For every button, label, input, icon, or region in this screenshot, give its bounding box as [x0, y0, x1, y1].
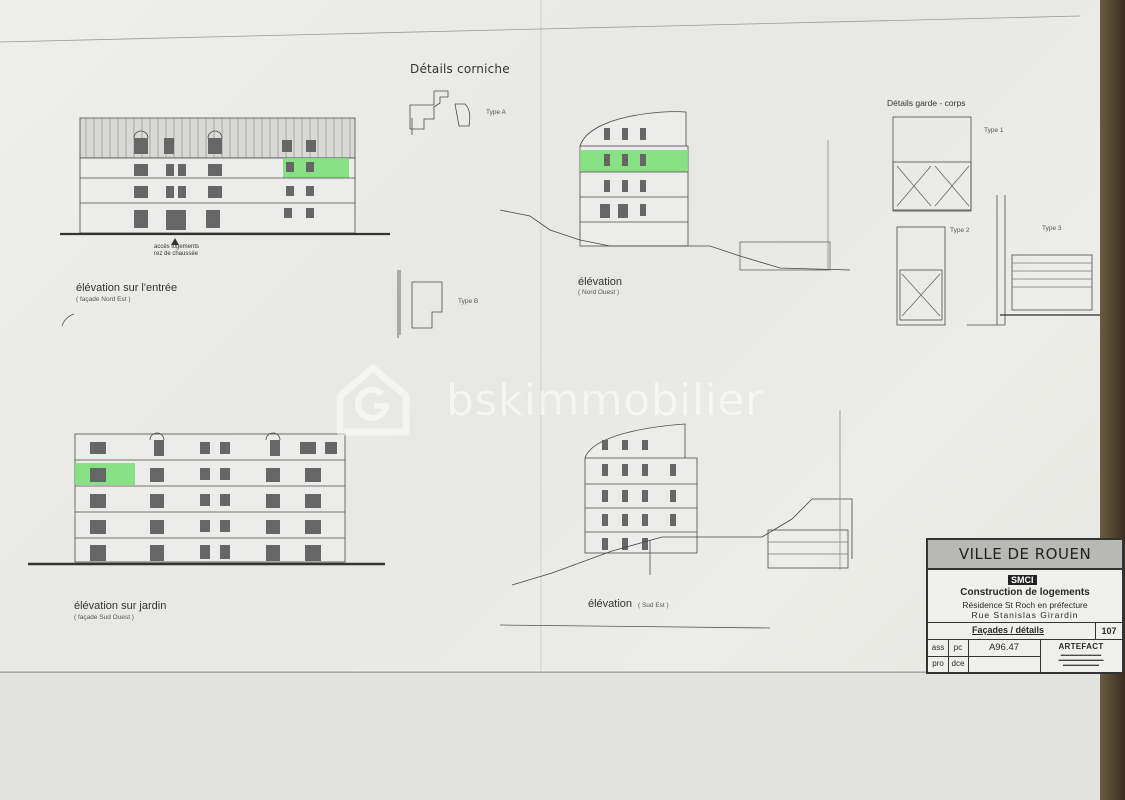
railing-type-3-label: Type 3	[1042, 225, 1062, 232]
project-residence: Résidence St Roch en préfecture	[962, 600, 1088, 610]
railing-type-2-label: Type 2	[950, 227, 970, 234]
elevation-south-title: élévation	[588, 598, 633, 610]
phase-pro: pro	[928, 656, 949, 672]
elevation-entry-subtitle: ( façade Nord Est )	[76, 296, 131, 303]
project-title: Construction de logements	[960, 587, 1090, 598]
house-g-logo-icon	[336, 364, 410, 436]
cornice-type-b-label: Type B	[458, 298, 479, 305]
cornice-details-title: Détails corniche	[410, 62, 510, 76]
elevation-entry-title: élévation sur l'entrée	[76, 282, 178, 294]
elevation-north-building	[499, 111, 851, 271]
elevation-entry-building	[60, 117, 390, 245]
paper-bottom-band	[0, 672, 1125, 800]
date-cells	[968, 656, 1041, 672]
cornice-detail-type-b	[397, 270, 443, 338]
title-block: VILLE DE ROUEN SMCI Construction de loge…	[926, 538, 1124, 674]
city-name: VILLE DE ROUEN	[928, 540, 1122, 570]
elevation-north-title: élévation	[578, 276, 623, 288]
elevation-south-subtitle: ( Sud Est )	[638, 602, 669, 609]
railing-type-1-label: Type 1	[984, 127, 1004, 134]
reference-grid: ass pc A96.47 pro dce ARTEFACT ▬▬▬▬▬▬▬▬▬…	[928, 640, 1122, 672]
sheet-title: Façades / détails	[972, 625, 1045, 635]
railing-details	[892, 116, 1100, 326]
project-street: Rue Stanislas Girardin	[971, 610, 1079, 620]
entry-access-label: accès logements	[154, 244, 200, 250]
elevation-garden-building	[28, 432, 385, 566]
project-info: SMCI Construction de logements Résidence…	[928, 570, 1122, 623]
client-logo: SMCI	[1008, 575, 1037, 585]
sheet-number: 107	[1095, 623, 1122, 639]
cornice-detail	[409, 90, 471, 135]
cornice-type-a-label: Type A	[486, 109, 506, 116]
phase-ass: ass	[928, 640, 949, 656]
elevation-south-building	[499, 410, 853, 629]
sheet-row: Façades / détails 107	[928, 623, 1122, 640]
paper-fold	[540, 0, 542, 800]
railing-details-title: Détails garde - corps	[887, 98, 966, 108]
elevation-garden-title: élévation sur jardin	[74, 600, 167, 612]
architect-firm: ARTEFACT	[1058, 642, 1104, 651]
entry-access-label-2: rez de chaussée	[154, 251, 199, 257]
phase-pc: pc	[948, 640, 969, 656]
reference-number: A96.47	[968, 640, 1041, 656]
watermark: bskimmobilier	[334, 362, 804, 438]
elevation-north-subtitle: ( Nord Ouest )	[578, 289, 620, 296]
phase-dce: dce	[948, 656, 969, 672]
watermark-brand: bskimmobilier	[446, 374, 764, 426]
architect-firm-details: ▬▬▬▬▬▬▬▬▬▬▬▬▬▬▬▬▬▬▬▬▬▬▬▬▬▬▬	[1058, 652, 1104, 667]
elevation-garden-subtitle: ( façade Sud Ouest )	[74, 614, 134, 621]
